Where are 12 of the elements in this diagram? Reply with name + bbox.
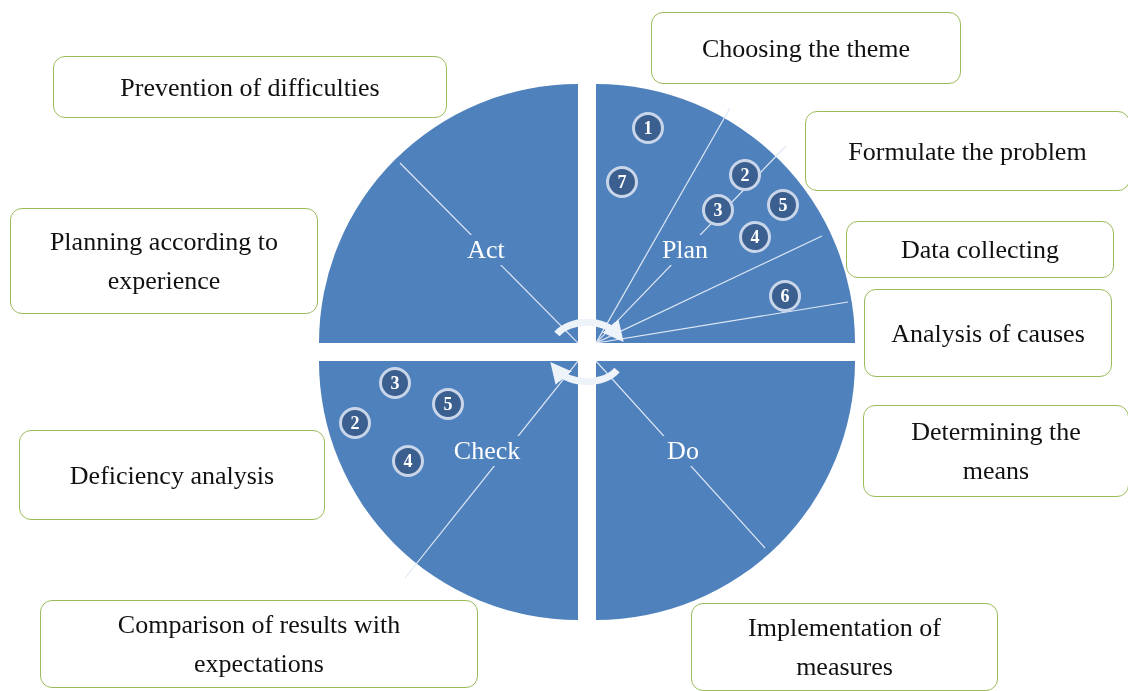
step-box: Deficiency analysis: [19, 430, 325, 520]
step-box: Analysis of causes: [864, 289, 1112, 377]
step-box: Comparison of results with expectations: [40, 600, 478, 688]
step-box: Formulate the problem: [805, 111, 1128, 191]
step-box: Determining the means: [863, 405, 1128, 497]
step-box: Planning according to experience: [10, 208, 318, 314]
cycle-arrow: [549, 362, 620, 386]
step-box: Data collecting: [846, 221, 1114, 278]
step-box: Choosing the theme: [651, 12, 961, 84]
step-box: Implementation of measures: [691, 603, 998, 691]
cycle-arrow: [554, 318, 625, 342]
step-box: Prevention of difficulties: [53, 56, 447, 118]
